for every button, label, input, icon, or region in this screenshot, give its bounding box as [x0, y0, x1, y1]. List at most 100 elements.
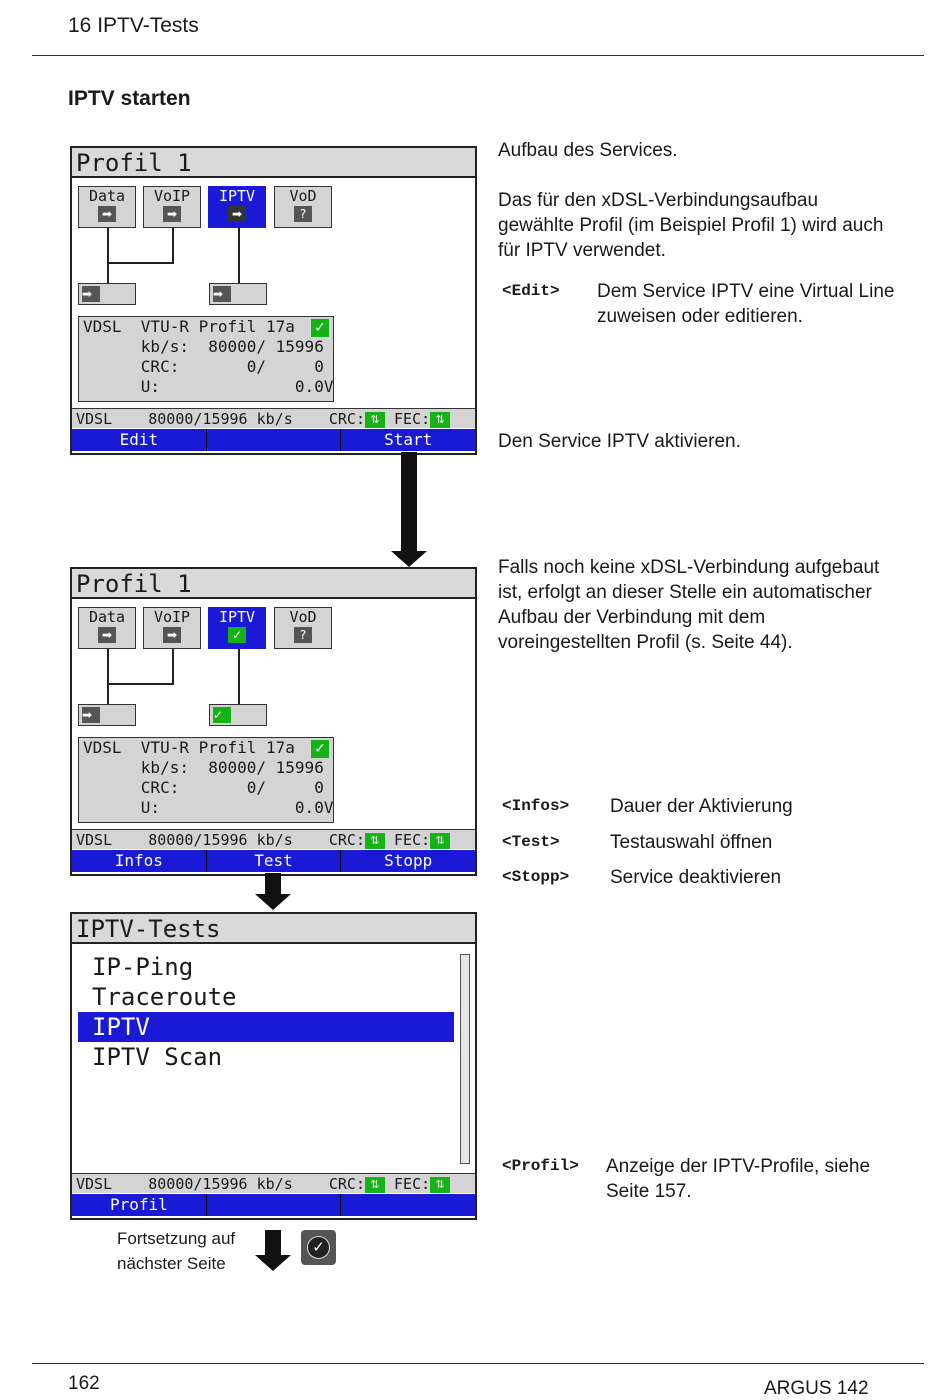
status-fec-label: FEC:: [384, 410, 431, 428]
flow-arrow: [401, 452, 417, 552]
service-data-button[interactable]: Data ➡: [78, 607, 136, 649]
softkey-test[interactable]: Test: [207, 850, 342, 872]
device-screen-profile-1-active: Profil 1 Data ➡ VoIP ➡ IPTV ✓ VoD ? ➡ ✓ …: [70, 567, 477, 876]
scrollbar[interactable]: [460, 954, 470, 1164]
arrow-down-icon: [391, 551, 427, 567]
sync-arrows-icon: ⇅: [364, 411, 385, 428]
checkmark-icon: ✓: [213, 707, 231, 723]
arrow-right-icon: ➡: [82, 286, 100, 302]
ok-key-icon: ✓: [301, 1230, 336, 1265]
softkey-edit[interactable]: Edit: [72, 429, 207, 451]
connector-line: [107, 683, 109, 705]
text-profil-info: Das für den xDSL-Verbindungsaufbau gewäh…: [498, 190, 884, 261]
device-screen-iptv-tests: IPTV-Tests IP-Ping Traceroute IPTV IPTV …: [70, 912, 477, 1220]
service-iptv-button[interactable]: IPTV ✓: [208, 607, 266, 649]
connection-info: VDSL VTU-R Profil 17a kb/s: 80000/ 15996…: [78, 316, 334, 402]
footer-rule: [32, 1363, 924, 1364]
connector-line: [172, 649, 174, 685]
info-text: VDSL VTU-R Profil 17a kb/s: 80000/ 15996…: [83, 317, 334, 396]
question-icon: ?: [294, 206, 312, 222]
softkey-empty[interactable]: [207, 1194, 342, 1216]
status-text: VDSL 80000/15996 kb/s CRC:: [76, 831, 365, 849]
sync-arrows-icon: ⇅: [430, 832, 451, 849]
key-infos: <Infos>: [502, 797, 570, 815]
service-label: Data: [88, 187, 126, 205]
arrow-down-icon: [255, 1255, 291, 1271]
service-label: VoIP: [153, 608, 191, 626]
connector-line: [107, 228, 109, 264]
connector-line: [107, 262, 173, 264]
virtual-line-box[interactable]: ✓: [209, 704, 267, 726]
key-test: <Test>: [502, 833, 560, 851]
screen-title: IPTV-Tests: [72, 914, 475, 944]
desc-stopp: Service deaktivieren: [610, 867, 782, 888]
checkmark-icon: ✓: [311, 740, 329, 758]
service-label: VoD: [289, 608, 317, 626]
text-aufbau: Aufbau des Services.: [498, 140, 678, 161]
arrow-right-icon: ➡: [82, 707, 100, 723]
arrow-right-icon: ➡: [98, 206, 116, 222]
sync-arrows-icon: ⇅: [364, 832, 385, 849]
connector-line: [238, 649, 240, 705]
section-title: IPTV starten: [68, 87, 191, 110]
menu-item-iptv[interactable]: IPTV: [78, 1012, 454, 1042]
checkmark-icon: ✓: [307, 1236, 330, 1259]
softkey-empty[interactable]: [341, 1194, 475, 1216]
menu-item-iptv-scan[interactable]: IPTV Scan: [92, 1043, 223, 1071]
arrow-right-icon: ➡: [163, 206, 181, 222]
flow-arrow: [265, 873, 281, 895]
continuation-note: Fortsetzung auf nächster Seite: [117, 1229, 236, 1273]
checkmark-icon: ✓: [311, 319, 329, 337]
service-vod-button[interactable]: VoD ?: [274, 607, 332, 649]
screen-title: Profil 1: [72, 148, 475, 178]
arrow-right-icon: ➡: [228, 206, 246, 222]
screen-title: Profil 1: [72, 569, 475, 599]
status-text: VDSL 80000/15996 kb/s CRC:: [76, 1175, 365, 1193]
key-profil: <Profil>: [502, 1157, 579, 1175]
virtual-line-box[interactable]: ➡: [78, 704, 136, 726]
arrow-right-icon: ➡: [163, 627, 181, 643]
product-name: ARGUS 142: [764, 1378, 869, 1399]
desc-profil: Anzeige der IPTV-Profile, siehe Seite 15…: [606, 1156, 871, 1202]
connector-line: [107, 683, 173, 685]
virtual-line-box[interactable]: ➡: [209, 283, 267, 305]
softkey-bar: Edit Start: [72, 429, 475, 451]
flow-arrow: [265, 1230, 281, 1256]
page-number: 162: [68, 1373, 100, 1394]
service-label: IPTV: [218, 608, 256, 626]
service-vod-button[interactable]: VoD ?: [274, 186, 332, 228]
service-data-button[interactable]: Data ➡: [78, 186, 136, 228]
softkey-stopp[interactable]: Stopp: [384, 851, 433, 870]
checkmark-icon: ✓: [228, 627, 246, 643]
device-screen-profile-1: Profil 1 Data ➡ VoIP ➡ IPTV ➡ VoD ? ➡ ➡ …: [70, 146, 477, 455]
question-icon: ?: [294, 627, 312, 643]
status-fec-label: FEC:: [384, 831, 431, 849]
service-iptv-button[interactable]: IPTV ➡: [208, 186, 266, 228]
menu-item-traceroute[interactable]: Traceroute: [92, 983, 237, 1011]
connector-line: [107, 649, 109, 685]
status-bar: VDSL 80000/15996 kb/s CRC:⇅ FEC:⇅: [72, 408, 475, 428]
virtual-line-box[interactable]: ➡: [78, 283, 136, 305]
header-rule: [32, 55, 924, 56]
softkey-empty[interactable]: [207, 429, 342, 451]
softkey-infos[interactable]: Infos: [72, 850, 207, 872]
sync-arrows-icon: ⇅: [430, 411, 451, 428]
connection-info: VDSL VTU-R Profil 17a kb/s: 80000/ 15996…: [78, 737, 334, 823]
desc-edit: Dem Service IPTV eine Virtual Line zuwei…: [597, 281, 895, 327]
softkey-profil[interactable]: Profil: [72, 1194, 207, 1216]
menu-item-ip-ping[interactable]: IP-Ping: [92, 953, 194, 981]
arrow-down-icon: [255, 894, 291, 910]
connector-line: [172, 228, 174, 264]
service-label: Data: [88, 608, 126, 626]
service-voip-button[interactable]: VoIP ➡: [143, 607, 201, 649]
desc-infos: Dauer der Aktivierung: [610, 796, 793, 817]
desc-test: Testauswahl öffnen: [610, 832, 773, 853]
service-voip-button[interactable]: VoIP ➡: [143, 186, 201, 228]
softkey-bar: Profil: [72, 1194, 475, 1216]
service-label: IPTV: [218, 187, 256, 205]
key-stopp: <Stopp>: [502, 868, 570, 886]
softkey-start[interactable]: Start: [384, 430, 433, 449]
arrow-right-icon: ➡: [213, 286, 231, 302]
service-label: VoD: [289, 187, 317, 205]
arrow-right-icon: ➡: [98, 627, 116, 643]
